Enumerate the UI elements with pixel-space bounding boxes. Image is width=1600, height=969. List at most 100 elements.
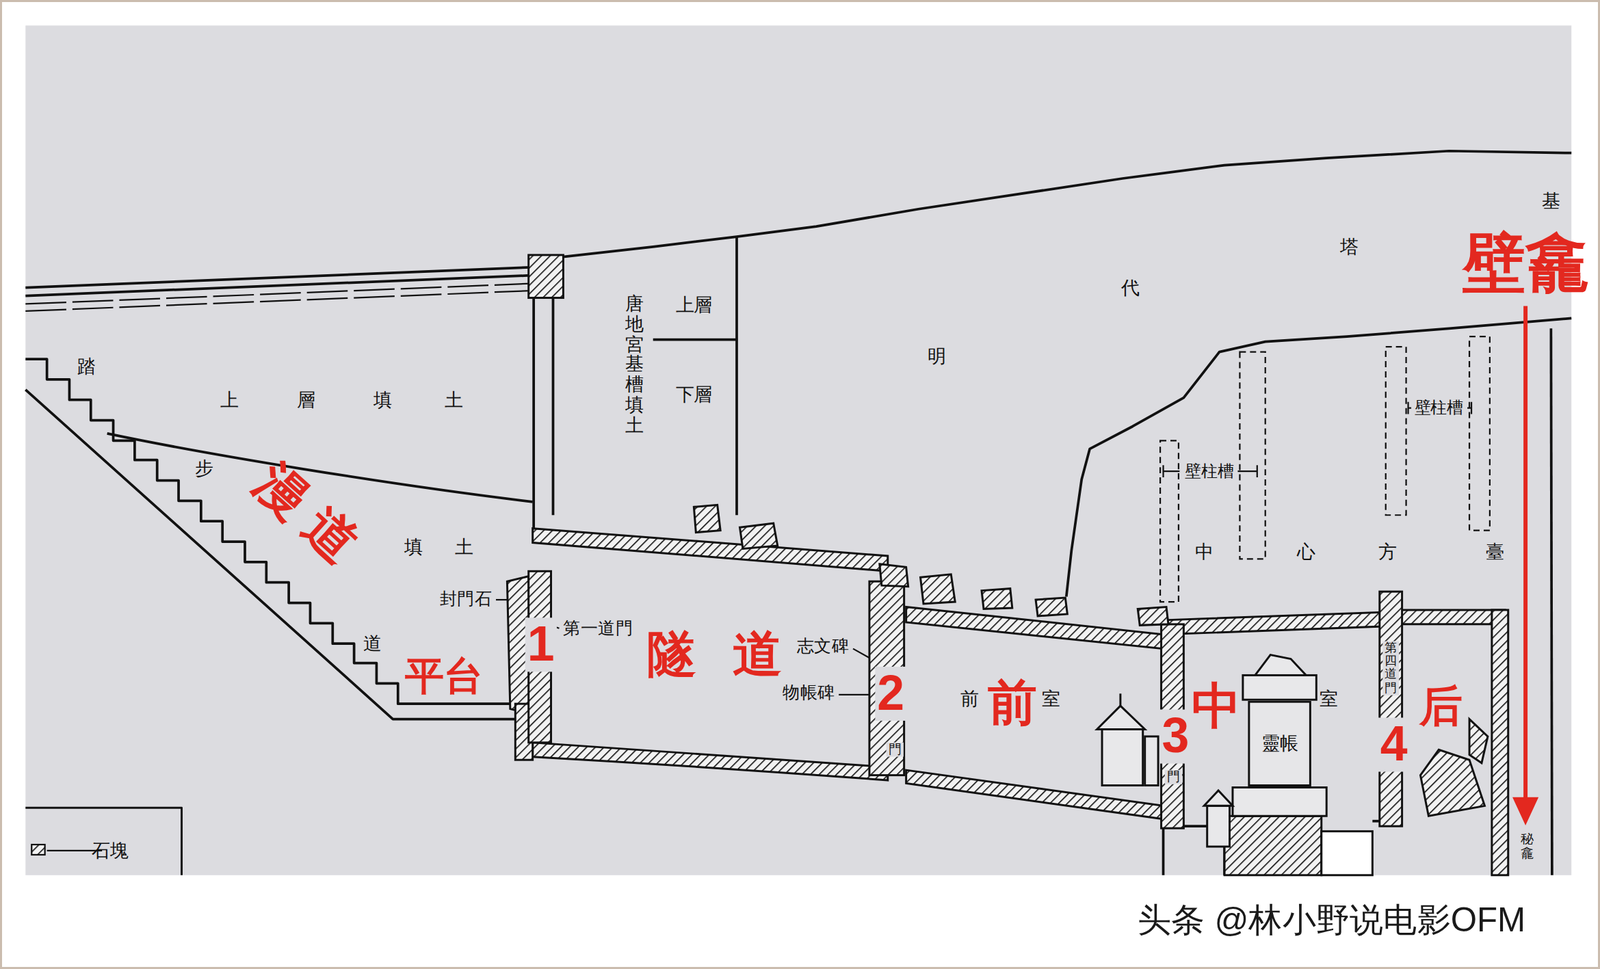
platform-label: 心 — [1296, 543, 1316, 564]
door-label: 門 — [886, 742, 904, 758]
annotation: 前 — [987, 677, 1038, 732]
chamber-ceiling — [1163, 612, 1388, 635]
base-label: 明 — [927, 346, 947, 368]
annotation: 中 — [1191, 679, 1241, 734]
path-label: 道 — [363, 634, 382, 656]
canopy-base — [1232, 787, 1327, 817]
stone-figure — [1145, 736, 1159, 786]
platform-label: 方 — [1378, 543, 1397, 564]
door-label: 門 — [1164, 770, 1183, 785]
annotation: 壁龕 — [1462, 228, 1590, 299]
rubble-stone — [1035, 597, 1068, 617]
fill-label: 填 — [373, 390, 392, 412]
niche-label: 秘龕 — [1520, 832, 1534, 862]
pit-label: 唐地宮基槽填土 — [625, 294, 644, 437]
small-pagoda-finial — [1119, 693, 1122, 706]
ground-surface — [560, 151, 1572, 258]
pagoda-base-boundary — [1066, 318, 1572, 597]
base-label: 基 — [1541, 192, 1561, 213]
canopy-crown — [1255, 655, 1307, 676]
stairway-base — [25, 389, 516, 720]
legend-text: 石塊 — [91, 838, 129, 864]
stone-block — [528, 255, 564, 299]
small-pagoda — [1207, 805, 1230, 847]
fourth-door — [1379, 591, 1403, 827]
rear-wall — [1491, 610, 1509, 876]
legend-box — [25, 807, 182, 875]
path-label: 步 — [194, 458, 214, 480]
part-label: 物帳碑 — [782, 684, 835, 704]
leader-line — [853, 649, 870, 659]
road-layer — [25, 290, 531, 312]
slot-label: 壁柱槽 — [1184, 462, 1235, 481]
floor-pit — [1321, 831, 1373, 876]
chamber-label: 室 — [1041, 689, 1061, 711]
part-label: 第一道門 — [562, 619, 633, 639]
callout-number: 4 — [1378, 717, 1410, 772]
base-label: 塔 — [1340, 238, 1359, 259]
chamber-label: 前 — [960, 689, 979, 711]
annotation: 后 — [1419, 683, 1463, 731]
tunnel-ceiling — [532, 528, 888, 572]
layer-label: 下層 — [675, 385, 713, 407]
pillar-slot — [1469, 336, 1490, 531]
niche-arrowhead — [1513, 797, 1538, 825]
part-label: 封門石 — [439, 590, 492, 610]
chamber-wall — [1162, 828, 1165, 876]
leader-line — [838, 694, 870, 696]
niche-arrow — [1523, 305, 1528, 800]
slot-pointer — [1163, 465, 1180, 478]
chamber-label: 室 — [1319, 689, 1339, 711]
base-label: 代 — [1121, 278, 1140, 299]
pillar-slot — [1385, 346, 1407, 516]
rubble-stone — [1469, 719, 1488, 764]
rubble-stone — [981, 588, 1013, 610]
layer-label: 上層 — [675, 296, 713, 317]
fill-label: 上 — [220, 390, 239, 412]
chamber-ceiling — [1387, 610, 1506, 625]
fill-label: 層 — [296, 390, 316, 412]
path-label: 踏 — [77, 357, 96, 378]
rubble-stone — [879, 564, 909, 587]
leader-line — [495, 599, 509, 601]
slot-pointer — [1237, 465, 1257, 478]
canopy-top — [1242, 675, 1317, 700]
fill-label: 土 — [454, 537, 474, 559]
pillar-slot — [1160, 440, 1179, 602]
legend-item: 石塊 — [30, 838, 129, 864]
callout-number: 2 — [874, 666, 907, 721]
fill-label: 填 — [404, 537, 423, 559]
platform-label: 臺 — [1485, 543, 1505, 564]
pit-wall — [532, 298, 535, 531]
floor-platform — [1224, 816, 1322, 876]
rubble-stone — [1137, 606, 1169, 626]
stairway-steps — [25, 359, 511, 704]
rubble-stone — [920, 574, 956, 605]
chamber-ceiling — [906, 606, 1164, 649]
pillar-slot — [1239, 352, 1265, 560]
layer-line — [653, 338, 737, 342]
part-label: 志文碑 — [796, 637, 849, 657]
annotation: 隧 道 — [647, 627, 782, 683]
callout-number: 3 — [1160, 710, 1192, 765]
slot-label: 壁柱槽 — [1414, 399, 1464, 418]
annotation: 平台 — [404, 656, 483, 699]
platform-label: 中 — [1195, 543, 1214, 564]
legend-swatch — [30, 844, 48, 859]
slot-pointer — [1467, 402, 1472, 415]
small-pagoda-roof — [1097, 705, 1146, 730]
canopy-box: 靈帳 — [1247, 701, 1311, 787]
pit-wall — [735, 236, 739, 516]
small-pagoda-roof — [1203, 790, 1233, 806]
fill-label: 土 — [444, 390, 464, 412]
callout-number: 1 — [525, 617, 557, 672]
node-text: 靈帳 — [1261, 731, 1299, 756]
rubble-stone — [693, 504, 721, 533]
watermark: 头条 @林小野说电影OFM — [1137, 901, 1526, 939]
tunnel-floor — [532, 742, 888, 781]
road-line — [25, 275, 531, 297]
drawing-ground — [25, 25, 1572, 875]
